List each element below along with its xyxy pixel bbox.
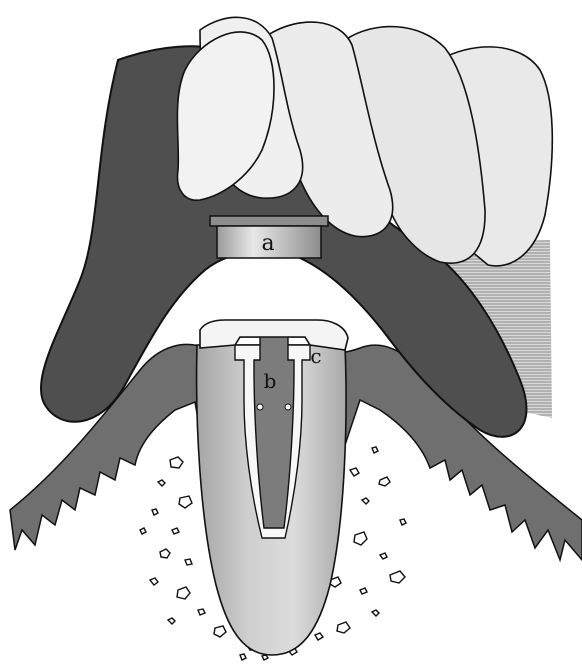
bone-particle <box>177 587 190 599</box>
bone-particle <box>362 498 369 504</box>
label-a: a <box>261 231 274 256</box>
label-c: c <box>310 344 321 368</box>
bone-particle <box>372 610 379 616</box>
bone-particle <box>214 626 226 637</box>
bone-particle <box>172 528 179 534</box>
bone-particle <box>170 457 183 468</box>
bone-particle <box>150 578 158 585</box>
screw-notch <box>257 404 263 410</box>
bone-particle <box>400 519 406 525</box>
attachment-housing-cap <box>210 216 328 226</box>
bone-particle <box>262 655 268 660</box>
bone-particle <box>315 633 323 640</box>
bone-particle <box>160 549 170 558</box>
bone-particle <box>168 618 175 624</box>
label-b: b <box>264 369 277 393</box>
bone-particle <box>360 588 367 594</box>
bone-particle <box>350 468 359 476</box>
bone-particle <box>354 532 367 545</box>
bone-particle <box>372 447 378 453</box>
bone-particle <box>179 496 192 508</box>
bone-particle <box>380 553 387 559</box>
bone-particle <box>158 480 165 486</box>
bone-particle <box>390 571 405 583</box>
bone-particle <box>337 622 350 633</box>
screw-notch <box>285 404 291 410</box>
bone-particle <box>198 609 205 615</box>
bone-particle <box>140 528 146 534</box>
bone-particle <box>152 509 158 515</box>
implant: b c <box>197 320 348 655</box>
attachment-housing-a: a <box>210 216 328 258</box>
bone-particle <box>185 559 192 565</box>
bone-particle <box>240 654 246 660</box>
bone-particle <box>379 477 390 486</box>
